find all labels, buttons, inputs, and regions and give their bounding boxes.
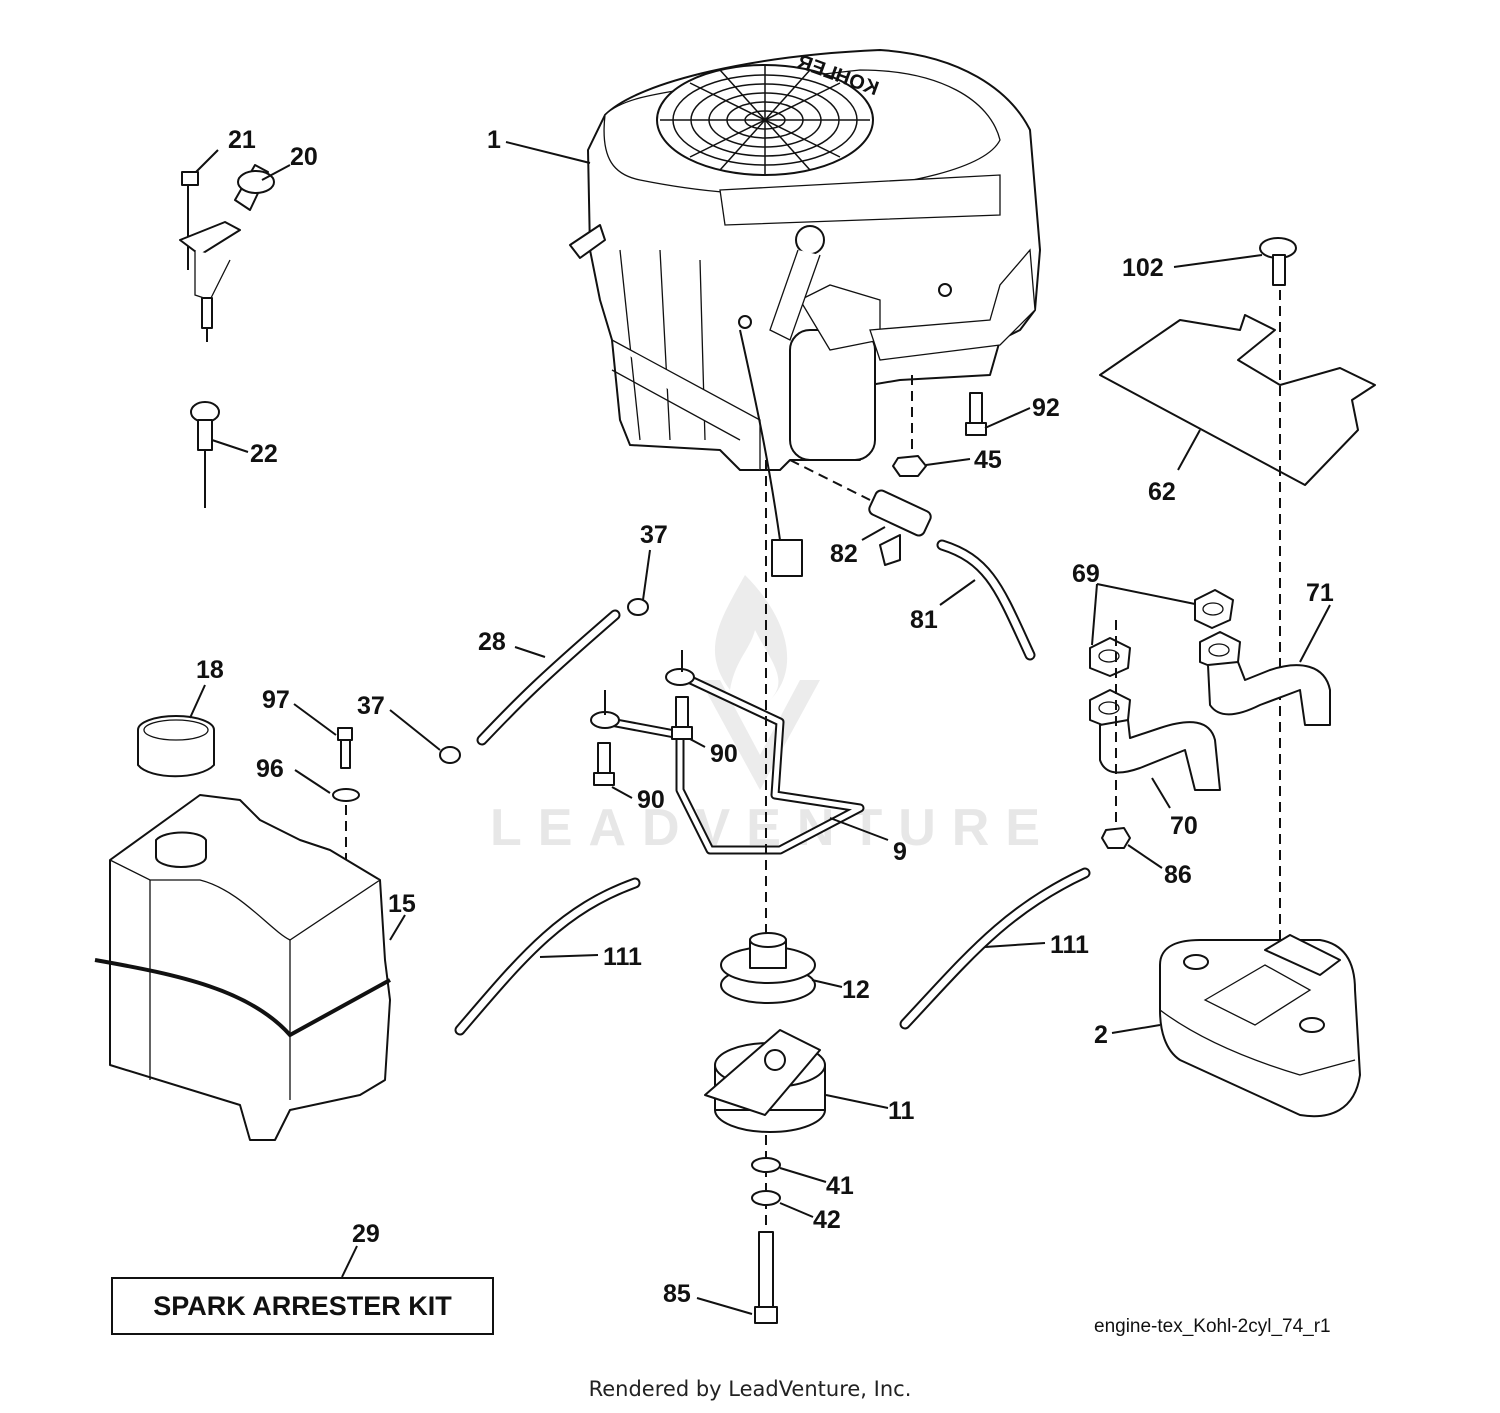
callout-97[interactable]: 97: [262, 686, 290, 714]
choke-knob[interactable]: [190, 401, 220, 508]
muffler[interactable]: [1159, 934, 1361, 1118]
fuel-tank[interactable]: [94, 794, 391, 1141]
callout-45[interactable]: 45: [974, 446, 1002, 474]
callout-12[interactable]: 12: [842, 976, 870, 1004]
callout-2[interactable]: 2: [1094, 1021, 1108, 1049]
callout-111-left[interactable]: 111: [603, 943, 642, 971]
callout-102[interactable]: 102: [1122, 254, 1164, 282]
callout-11[interactable]: 11: [888, 1097, 915, 1125]
fan-grille-pattern: [660, 66, 870, 174]
clutch-hardware[interactable]: [751, 1135, 781, 1324]
callout-42[interactable]: 42: [813, 1206, 841, 1234]
footer-credit: Rendered by LeadVenture, Inc.: [588, 1377, 912, 1401]
drain-valve-assembly[interactable]: [789, 459, 1036, 661]
callout-85[interactable]: 85: [663, 1280, 691, 1308]
callout-1[interactable]: 1: [487, 126, 501, 154]
callout-37-lower[interactable]: 37: [357, 692, 385, 720]
diagram-id-label: engine-tex_Kohl-2cyl_74_r1: [1094, 1316, 1331, 1337]
callout-20[interactable]: 20: [290, 143, 318, 171]
engine[interactable]: KOHLER: [569, 49, 1041, 577]
watermark-v-icon: [700, 680, 820, 790]
hose-clamp-upper[interactable]: [627, 598, 649, 616]
callout-96[interactable]: 96: [256, 755, 284, 783]
callout-41[interactable]: 41: [826, 1172, 854, 1200]
callout-62[interactable]: 62: [1148, 478, 1176, 506]
callout-81[interactable]: 81: [910, 606, 938, 634]
watermark-flame-icon: [714, 575, 788, 700]
callout-18[interactable]: 18: [196, 656, 224, 684]
callout-37-upper[interactable]: 37: [640, 521, 668, 549]
callout-22[interactable]: 22: [250, 440, 278, 468]
nut[interactable]: [1101, 827, 1131, 849]
bracket-rod-assembly[interactable]: [590, 460, 865, 935]
callout-111-right[interactable]: 111: [1050, 931, 1089, 959]
heat-shield-assembly[interactable]: [1099, 237, 1376, 940]
fuel-cap[interactable]: [137, 715, 215, 778]
callout-71[interactable]: 71: [1306, 579, 1334, 607]
callout-86[interactable]: 86: [1164, 861, 1192, 889]
hose-clamp-lower[interactable]: [439, 746, 461, 764]
callout-70[interactable]: 70: [1170, 812, 1198, 840]
pto-clutch[interactable]: [704, 1029, 826, 1133]
callout-92[interactable]: 92: [1032, 394, 1060, 422]
bolt-and-nut[interactable]: [892, 375, 987, 477]
spark-arrester-kit-box[interactable]: SPARK ARRESTER KIT: [111, 1277, 494, 1335]
callout-21[interactable]: 21: [228, 126, 256, 154]
callout-69[interactable]: 69: [1072, 560, 1100, 588]
throttle-control-assembly[interactable]: [179, 164, 275, 342]
callout-90-upper[interactable]: 90: [710, 740, 738, 768]
pulley[interactable]: [720, 932, 816, 1004]
engine-oil-fill: [795, 225, 825, 255]
wire-connector: [771, 539, 803, 577]
hose-right[interactable]: [899, 867, 1091, 1030]
callout-29[interactable]: 29: [352, 1220, 380, 1248]
fuel-hose-assembly[interactable]: [439, 598, 649, 764]
spark-arrester-kit-label: SPARK ARRESTER KIT: [153, 1290, 452, 1321]
callout-82[interactable]: 82: [830, 540, 858, 568]
exhaust-assembly[interactable]: [1089, 589, 1331, 849]
hose-left[interactable]: [454, 877, 641, 1036]
callout-90-lower[interactable]: 90: [637, 786, 665, 814]
callouts: 1 21 20 22 102 62 92 45 82 81 37 28 69 7…: [196, 126, 1334, 1308]
callout-9[interactable]: 9: [893, 838, 907, 866]
callout-28[interactable]: 28: [478, 628, 506, 656]
leader-lines: [189, 141, 1331, 1315]
callout-15[interactable]: 15: [388, 890, 416, 918]
